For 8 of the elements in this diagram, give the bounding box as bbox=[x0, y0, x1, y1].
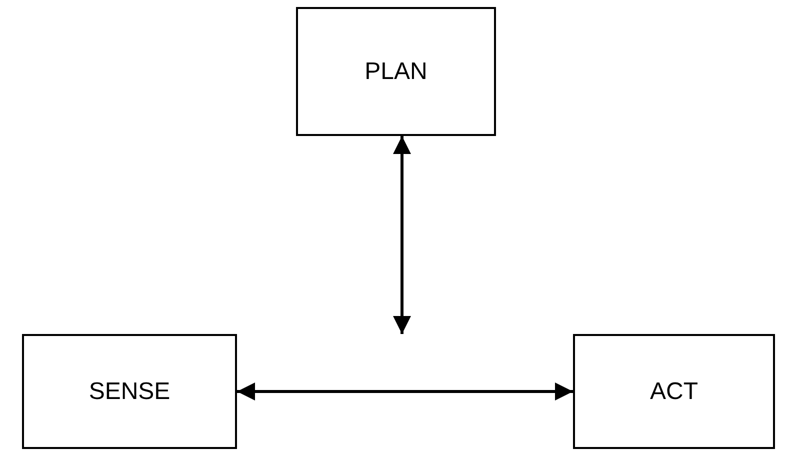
box-label: PLAN bbox=[364, 58, 428, 86]
box-label: SENSE bbox=[88, 378, 170, 406]
box-label: ACT bbox=[650, 378, 698, 406]
double-arrow bbox=[237, 382, 573, 400]
process-box bbox=[22, 334, 237, 449]
process-box bbox=[573, 334, 775, 449]
process-box bbox=[296, 7, 496, 136]
double-arrow bbox=[393, 136, 411, 334]
